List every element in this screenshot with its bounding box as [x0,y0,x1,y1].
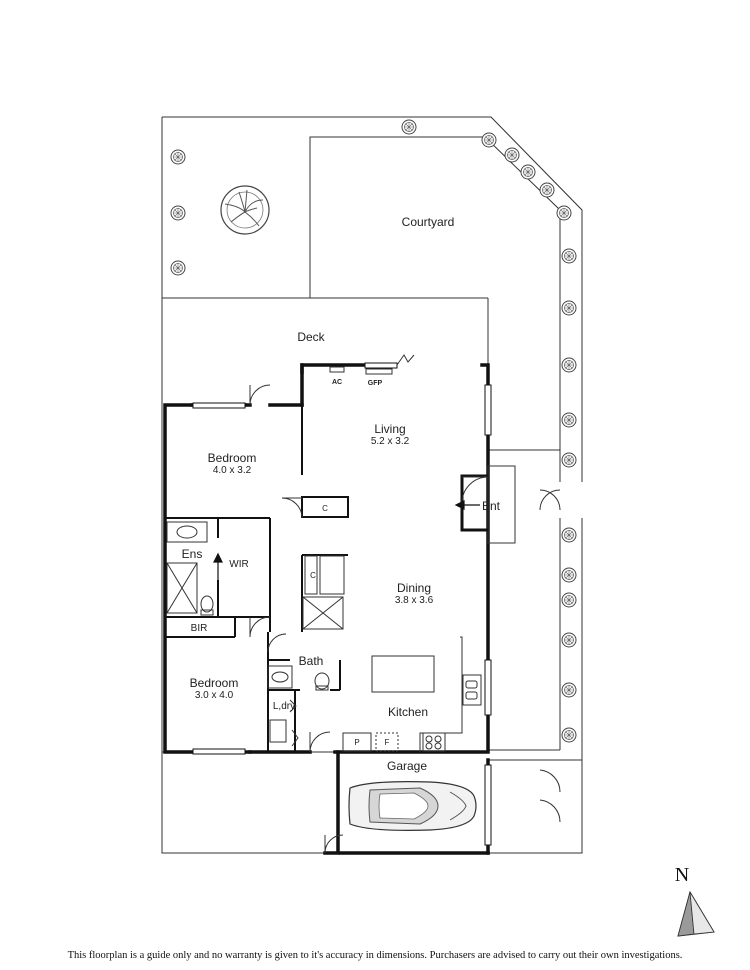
entry-porch [487,465,516,544]
dining-label: Dining [397,581,431,595]
courtyard-label: Courtyard [402,215,455,229]
fridge-label: F [385,738,390,747]
pantry-label: P [354,738,359,747]
car-icon [348,781,477,831]
ens-label: Ens [182,547,203,561]
north-compass-icon: N [675,864,715,937]
north-label: N [675,864,689,886]
deck-label: Deck [297,330,325,344]
disclaimer-text: This floorplan is a guide only and no wa… [67,950,683,961]
bedroom2-dims: 3.0 x 4.0 [195,690,234,701]
ac-label: AC [332,379,342,386]
fixture-labels: AC GFP C C P F [310,379,389,747]
living-dims: 5.2 x 3.2 [371,436,410,447]
laundry-label: L,dry [273,701,295,712]
tree-icon [220,185,270,235]
doors [249,354,561,854]
exterior-walls [163,363,490,855]
entry-arrow-icon [454,500,480,510]
entry-label: Ent [482,499,501,513]
garage-label: Garage [387,759,427,773]
interior-walls [165,405,349,752]
dining-dims: 3.8 x 3.6 [395,595,434,606]
wir-arrow-icon [213,552,223,580]
bedroom1-dims: 4.0 x 3.2 [213,465,252,476]
gfp-label: GFP [368,380,383,387]
wir-label: WIR [229,559,248,570]
room-labels: Courtyard Deck Living 5.2 x 3.2 Bedroom … [182,215,501,773]
site-boundary [161,116,583,854]
fixtures [166,366,482,752]
cupboard1-label: C [322,504,328,513]
kitchen-label: Kitchen [388,705,428,719]
cupboard2-label: C [310,571,316,580]
bir-label: BIR [191,623,208,634]
bath-label: Bath [299,654,324,668]
bedroom1-label: Bedroom [208,451,257,465]
windows [192,362,492,846]
living-label: Living [374,422,405,436]
bedroom2-label: Bedroom [190,676,239,690]
